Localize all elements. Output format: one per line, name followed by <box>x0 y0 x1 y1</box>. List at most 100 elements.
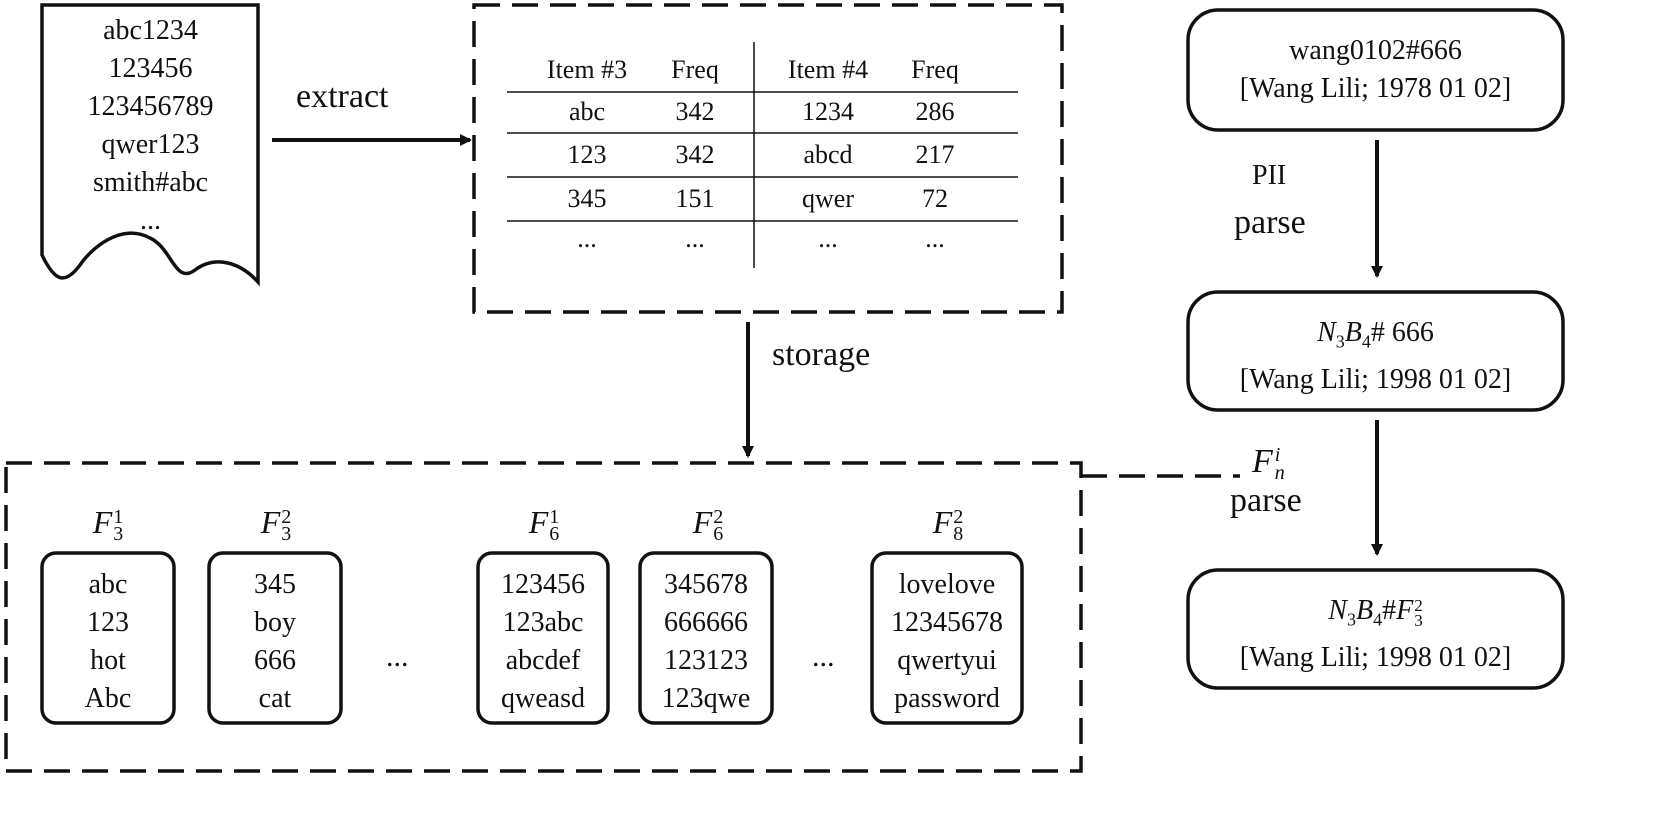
card-item: Abc <box>84 683 132 714</box>
card-items-f8-2: lovelove 12345678 qwertyui password <box>872 566 1022 718</box>
source-document-text: abc1234 123456 123456789 qwer123 smith#a… <box>48 12 253 240</box>
card-item: 12345678 <box>891 607 1003 638</box>
box3-line2: [Wang Lili; 1998 01 02] <box>1239 641 1512 673</box>
symbol-base: F <box>92 504 113 540</box>
fni-sub: n <box>1274 462 1285 484</box>
card-f3-2 <box>207 551 343 725</box>
right-box-1 <box>1186 8 1565 132</box>
table-cell: 123 <box>567 140 607 169</box>
table-header: Freq <box>911 55 959 84</box>
box1-line1: wang0102#666 <box>1289 35 1462 66</box>
card-item: 345 <box>254 569 296 600</box>
table-header: Freq <box>671 55 719 84</box>
table-cell: 286 <box>915 97 955 126</box>
symbol-sup: 1 <box>549 505 560 528</box>
table-cell: abcd <box>803 140 853 169</box>
ellipsis: ... <box>812 640 835 673</box>
storage-box <box>4 461 1083 773</box>
card-f6-1 <box>476 551 610 725</box>
symbol-base: F <box>692 504 713 540</box>
symbol-sub: 3 <box>113 522 124 545</box>
card-item: 123qwe <box>661 683 751 714</box>
table-cell: ... <box>685 224 705 253</box>
symbol-sup: 2 <box>281 505 292 528</box>
fni-parse-label: parse <box>1230 482 1302 519</box>
symbol-base: F <box>528 504 549 540</box>
card-items-f6-1: 123456 123abc abcdef qweasd <box>478 566 608 718</box>
table-cell: 151 <box>675 184 715 213</box>
document-line: abc1234 <box>103 15 198 46</box>
card-item: abc <box>88 569 128 600</box>
document-shape <box>40 3 260 287</box>
right-box-1-text: wang0102#666 [Wang Lili; 1978 01 02] <box>1188 32 1563 108</box>
card-item: abcdef <box>505 645 581 676</box>
freq-table-box <box>472 3 1064 314</box>
table-cell: 345 <box>567 184 607 213</box>
card-f6-2 <box>638 551 774 725</box>
fni-sup: i <box>1274 444 1281 466</box>
document-line: ... <box>140 205 161 236</box>
document-line: smith#abc <box>92 167 209 198</box>
symbol-sub: 6 <box>713 522 724 545</box>
card-item: qwertyui <box>897 645 997 676</box>
table-cell: qwer <box>802 184 854 213</box>
box2-suffix: # 666 <box>1370 317 1434 348</box>
right-box-3 <box>1186 568 1565 690</box>
card-f8-2 <box>870 551 1024 725</box>
pii-parse-label: parse <box>1234 204 1306 241</box>
card-item: 666666 <box>664 607 748 638</box>
table-cell: 1234 <box>802 97 854 126</box>
ellipsis: ... <box>386 640 409 673</box>
box1-line2: [Wang Lili; 1978 01 02] <box>1239 73 1512 104</box>
document-line: qwer123 <box>101 129 200 160</box>
table-cell: 72 <box>922 184 948 213</box>
box2-line1: N3B4# 666 <box>1317 317 1434 352</box>
fni-base: F <box>1252 442 1273 480</box>
card-item: qweasd <box>501 683 585 714</box>
symbol-sub: 3 <box>281 522 292 545</box>
symbol-sup: 2 <box>713 505 724 528</box>
document-line: 123456789 <box>87 91 214 122</box>
right-box-2-text: N3B4# 666 [Wang Lili; 1998 01 02] <box>1188 314 1563 399</box>
symbol-sup: 1 <box>113 505 124 528</box>
card-item: 123123 <box>664 645 748 676</box>
symbol-sup: 2 <box>953 505 964 528</box>
table-cell: abc <box>568 97 606 126</box>
table-cell: ... <box>818 224 838 253</box>
storage-label: storage <box>772 336 871 373</box>
table-header: Item #3 <box>546 55 628 84</box>
card-item: 123 <box>87 607 129 638</box>
card-items-f3-1: abc 123 hot Abc <box>42 566 174 718</box>
table-header: Item #4 <box>787 55 869 84</box>
card-item: password <box>894 683 1000 714</box>
right-box-2 <box>1186 290 1565 412</box>
symbol-base: F <box>932 504 953 540</box>
pii-label: PII <box>1252 160 1287 191</box>
document-line: 123456 <box>108 53 193 84</box>
card-item: 345678 <box>664 569 748 600</box>
table-cell: ... <box>577 224 597 253</box>
card-item: 666 <box>254 645 296 676</box>
card-items-f6-2: 345678 666666 123123 123qwe <box>640 566 772 718</box>
card-f3-1 <box>40 551 176 725</box>
extract-label: extract <box>296 78 389 115</box>
box3-hash: # <box>1382 595 1397 626</box>
table-cell: 217 <box>915 140 955 169</box>
table-cell: 342 <box>675 140 715 169</box>
card-item: 123456 <box>501 569 585 600</box>
box2-line2: [Wang Lili; 1998 01 02] <box>1239 363 1512 395</box>
card-item: 123abc <box>502 607 584 638</box>
table-cell: ... <box>925 224 945 253</box>
symbol-sub: 6 <box>549 522 560 545</box>
symbol-base: F <box>260 504 281 540</box>
